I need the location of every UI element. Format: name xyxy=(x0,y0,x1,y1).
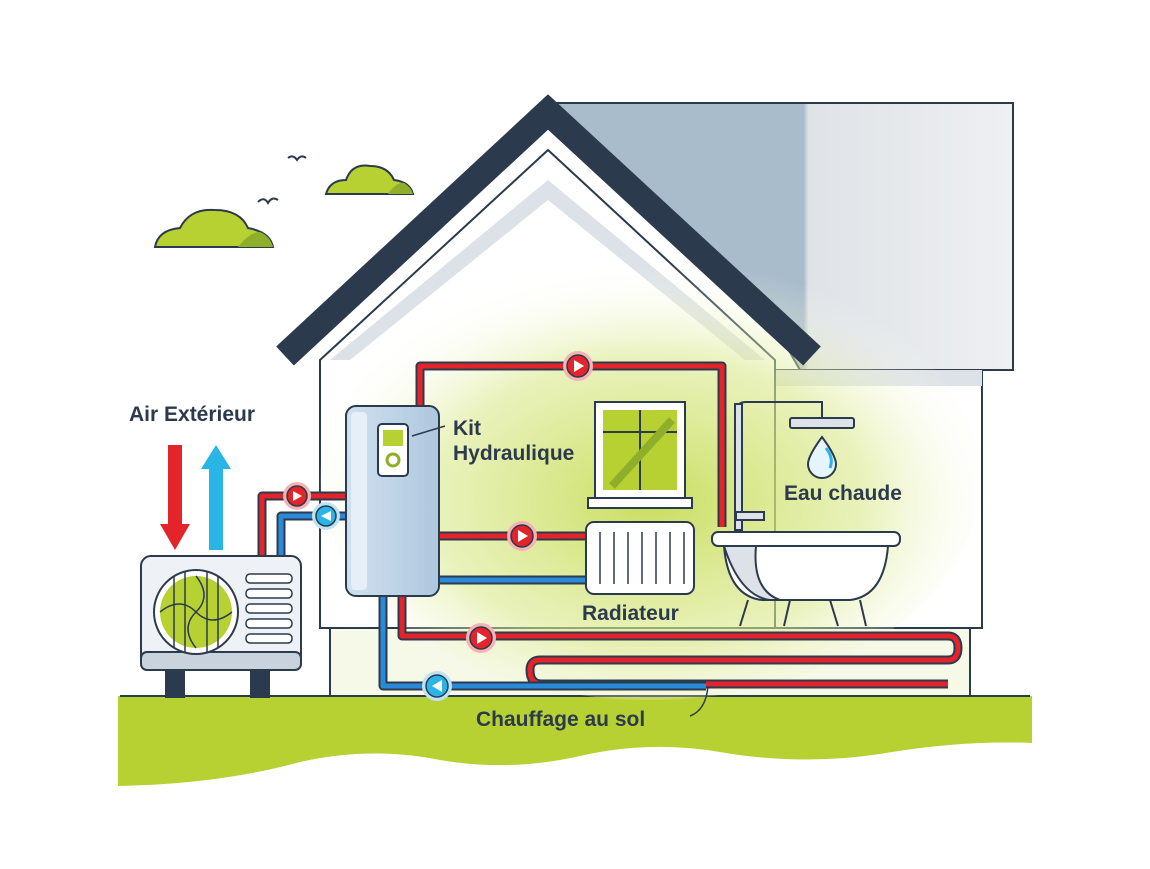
label-hot-water: Eau chaude xyxy=(784,482,902,505)
hot-flow-arrow-icon xyxy=(283,482,311,510)
air-in-arrow-icon xyxy=(160,445,190,550)
cloud-right-icon xyxy=(324,164,415,195)
roof-main xyxy=(276,94,821,366)
label-floor-heating: Chauffage au sol xyxy=(476,708,646,731)
hot-flow-arrow-icon xyxy=(466,623,496,653)
air-out-arrow-icon xyxy=(201,445,231,550)
birds-icon xyxy=(257,155,307,206)
cold-flow-arrow-icon xyxy=(422,671,452,701)
radiator-icon xyxy=(585,521,695,595)
cold-flow-arrow-icon xyxy=(312,502,340,530)
ground-grass xyxy=(118,696,1032,786)
water-drop-icon xyxy=(806,435,838,479)
bathtub-icon xyxy=(711,531,901,627)
hot-flow-arrow-icon xyxy=(507,521,537,551)
hot-flow-arrow-icon xyxy=(563,351,593,381)
label-radiator: Radiateur xyxy=(582,602,679,625)
label-hydraulic-kit-line1: Kit xyxy=(453,417,481,440)
label-hydraulic-kit-line2: Hydraulique xyxy=(453,442,575,465)
label-outdoor-air: Air Extérieur xyxy=(129,403,256,426)
hydraulic-kit-unit xyxy=(345,405,440,597)
shower-icon xyxy=(734,401,855,531)
window-icon xyxy=(587,401,693,509)
hot-water-pipes xyxy=(257,361,963,689)
cloud-left-icon xyxy=(153,208,275,248)
outdoor-heat-pump-unit xyxy=(140,555,302,698)
